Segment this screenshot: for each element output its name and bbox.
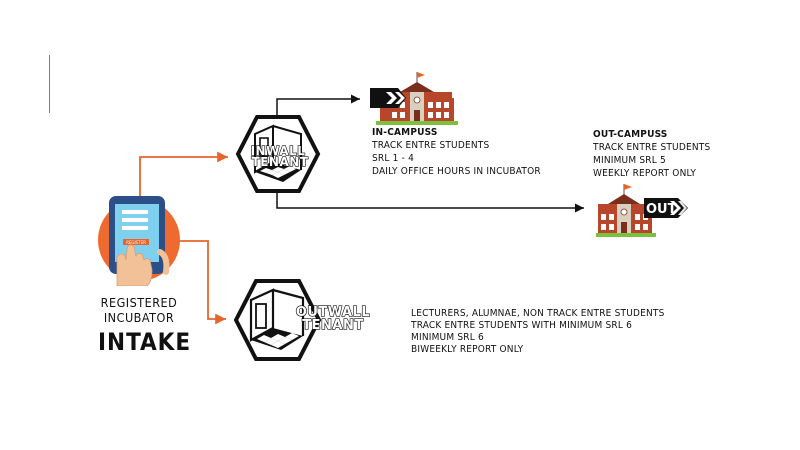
out-campus-detail-2: MINIMUM SRL 5 (593, 155, 666, 166)
intake-label-line2: INCUBATOR (103, 310, 175, 325)
inwall-label-line1: INWALL (251, 144, 306, 158)
outwall-label-line1: OUTWALL (296, 305, 370, 320)
in-campus-detail-3: DAILY OFFICE HOURS IN INCUBATOR (372, 166, 541, 177)
in-badge-label: IN (372, 93, 388, 108)
accent-line (49, 55, 50, 113)
out-campus-title: OUT-CAMPUSS (593, 129, 668, 140)
outwall-label-line2: TENANT (302, 318, 363, 333)
outwall-detail-2: TRACK ENTRE STUDENTS WITH MINIMUM SRL 6 (411, 320, 633, 331)
outwall-detail-3: MINIMUM SRL 6 (411, 332, 484, 343)
in-campus-detail-1: TRACK ENTRE STUDENTS (372, 140, 490, 151)
out-campus-building-icon: OUT (596, 184, 688, 237)
intake-label-line3: INTAKE (98, 328, 192, 356)
register-button-label: REGISTER (126, 240, 146, 245)
inwall-tenant-icon: INWALL TENANT (235, 115, 321, 193)
out-campus-detail-3: WEEKLY REPORT ONLY (593, 168, 697, 179)
arrow-inwall-to-outcampus (276, 188, 584, 213)
out-badge-label: OUT (646, 202, 677, 217)
arrow-intake-to-inwall (139, 151, 228, 196)
outwall-tenant-icon: OUTWALL TENANT (233, 279, 370, 361)
outwall-detail-1: LECTURERS, ALUMNAE, NON TRACK ENTRE STUD… (411, 308, 665, 319)
intake-label-line1: REGISTERED (100, 295, 178, 310)
in-campus-building-icon: IN (370, 72, 458, 125)
arrow-intake-to-outwall (170, 240, 226, 325)
out-campus-detail-1: TRACK ENTRE STUDENTS (593, 142, 711, 153)
tablet-registration-icon: REGISTER (98, 196, 180, 286)
in-campus-title: IN-CAMPUSS (372, 127, 438, 138)
in-campus-detail-2: SRL 1 - 4 (372, 153, 415, 164)
outwall-detail-4: BIWEEKLY REPORT ONLY (411, 344, 524, 355)
inwall-label-line2: TENANT (252, 155, 309, 169)
arrow-inwall-to-incampus (276, 94, 360, 118)
